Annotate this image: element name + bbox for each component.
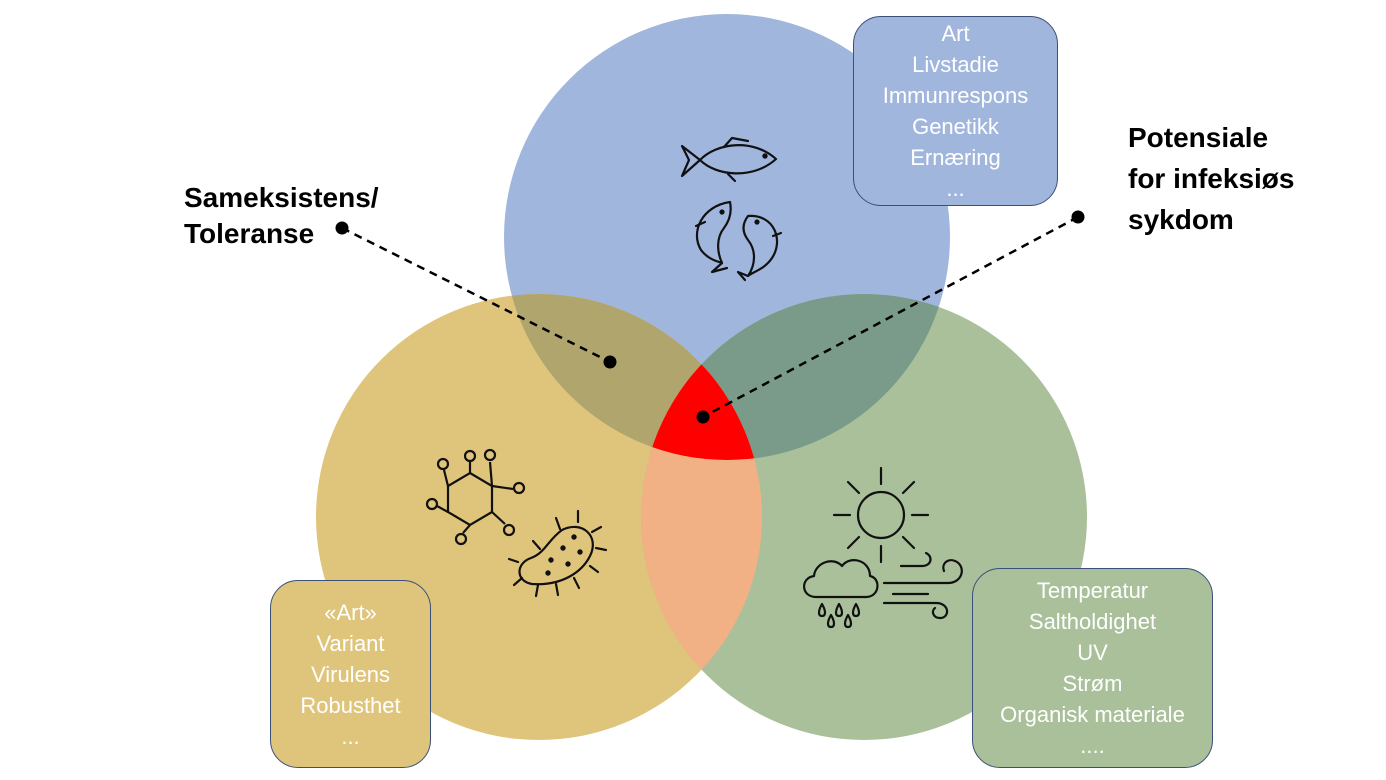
host-factors-box: Art Livstadie Immunrespons Genetikk Ernæ… xyxy=(853,16,1058,206)
host-factor: Art xyxy=(941,21,970,46)
sun-icon xyxy=(832,466,930,564)
two-fish-icon xyxy=(694,200,783,282)
host-pathogen-overlap xyxy=(504,294,762,460)
host-factor: Ernæring xyxy=(910,145,1001,170)
host-environment-overlap xyxy=(641,294,950,460)
environment-factor: Organisk materiale xyxy=(1000,702,1185,727)
environment-factor: Strøm xyxy=(1062,671,1123,696)
environment-factor: Saltholdighet xyxy=(1028,609,1157,634)
host-factor: Genetikk xyxy=(912,114,999,139)
tolerance-start-dot xyxy=(335,221,349,235)
pathogen-factor: ... xyxy=(341,723,360,749)
host-factor: Immunrespons xyxy=(882,83,1029,108)
host-factor: ... xyxy=(946,176,965,201)
tolerance-connector xyxy=(341,226,611,364)
environment-factor: Temperatur xyxy=(1036,578,1149,603)
pathogen-factor: «Art» xyxy=(324,599,377,625)
tolerance-end-dot xyxy=(603,355,617,369)
disease-potential-label: Potensiale for infeksiøs sykdom xyxy=(1128,122,1295,235)
environment-factors-box: Temperatur Saltholdighet UV Strøm Organi… xyxy=(972,568,1213,768)
disease-end-dot xyxy=(696,410,710,424)
virus-icon xyxy=(425,448,526,546)
pathogen-factor: Virulens xyxy=(310,661,391,687)
disease-start-dot xyxy=(1071,210,1085,224)
bacterium-icon xyxy=(507,509,608,598)
wind-icon xyxy=(882,551,963,620)
disease-connector xyxy=(702,215,1079,419)
environment-factor: UV xyxy=(1077,640,1108,665)
tolerance-label: Sameksistens/ Toleranse xyxy=(184,182,379,249)
pathogen-factor: Variant xyxy=(316,630,385,656)
environment-factor: .... xyxy=(1080,733,1105,758)
fish-icon xyxy=(680,136,778,183)
pathogen-factors-box: «Art» Variant Virulens Robusthet ... xyxy=(270,580,431,768)
rain-cloud-icon xyxy=(803,559,879,629)
pathogen-factor: Robusthet xyxy=(300,692,401,718)
host-factor: Livstadie xyxy=(912,52,999,77)
